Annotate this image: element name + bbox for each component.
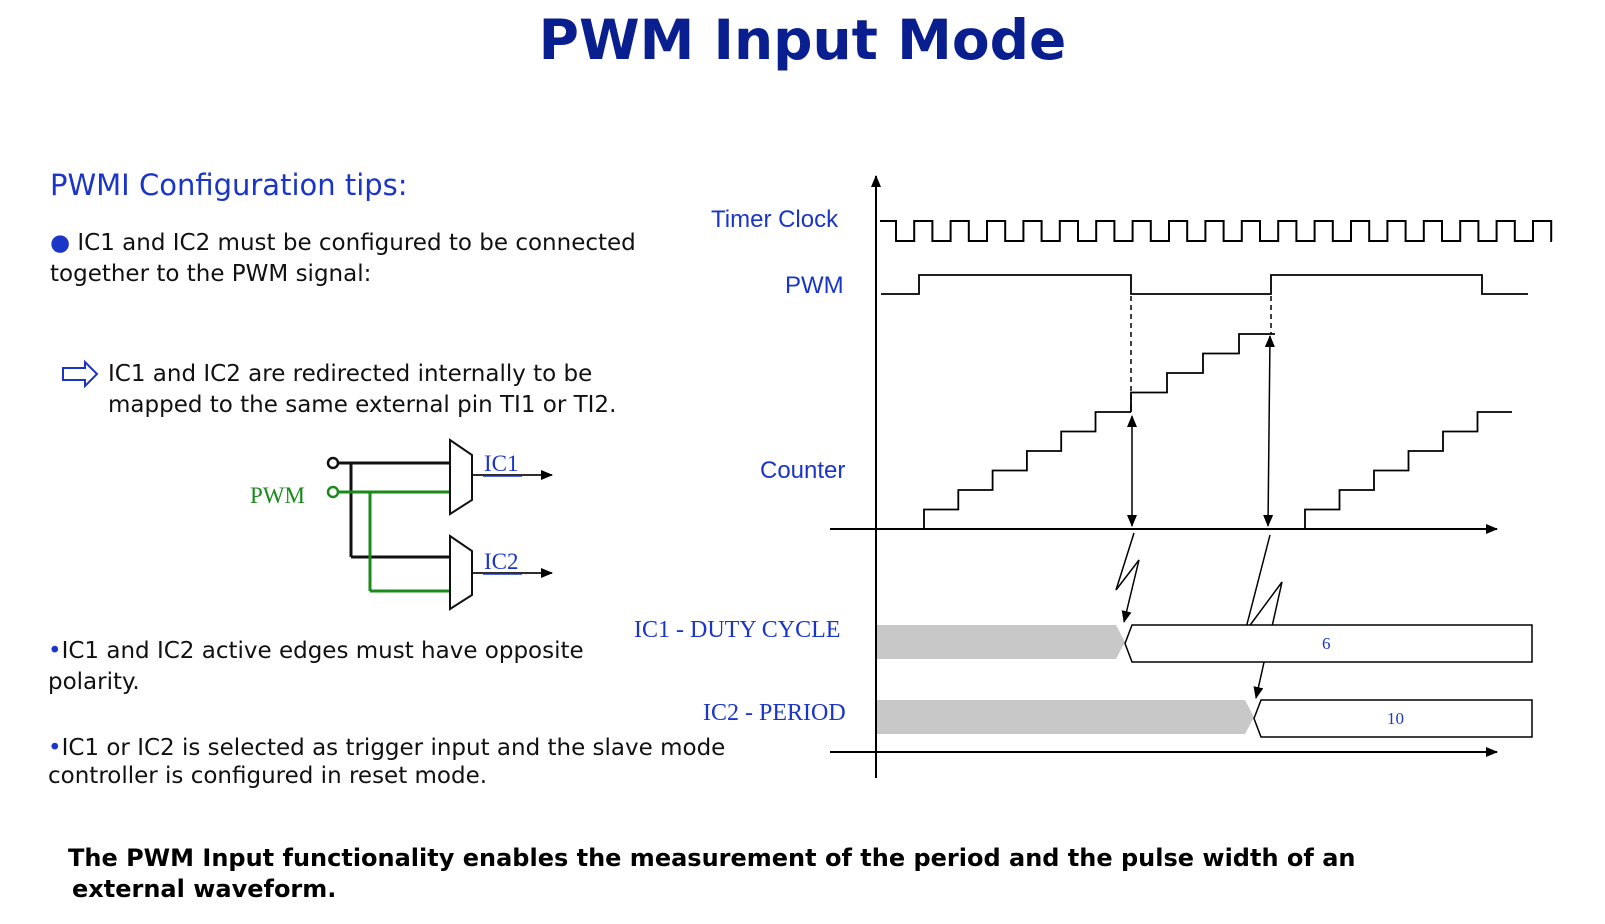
pwm-pin-icon [326,485,340,499]
ic2-value: 10 [1387,709,1404,728]
circuit-ic1-label: IC1 [484,451,519,476]
ic2-period-label: IC2 - PERIOD [703,700,846,726]
ic1-new-value-box [1124,624,1533,663]
circuit-pwm-label: PWM [250,483,305,508]
tip-3-line-1: IC1 and IC2 active edges must have oppos… [61,638,584,664]
tip-2-line-1: IC1 and IC2 are redirected internally to… [108,361,593,387]
tip-3-line-2: polarity. [48,669,140,695]
mux-ic2-icon [449,534,473,611]
bottom-line-2: external waveform. [72,875,337,903]
ic1-previous-value-bar [877,625,1125,659]
black-pin-icon [326,456,340,470]
ic1-value: 6 [1322,634,1331,653]
circuit-diagram [326,438,553,611]
tip-1-line-1: IC1 and IC2 must be configured to be con… [77,230,636,256]
tip-4-line-1: IC1 or IC2 is selected as trigger input … [61,735,726,761]
bullet-icon: ● [50,230,71,256]
lightning-icon-ic2 [1244,534,1283,699]
tip-2: IC1 and IC2 are redirected internally to… [108,359,616,421]
tip-1: ● IC1 and IC2 must be configured to be c… [50,228,636,290]
timer-clock-waveform [880,220,1553,242]
bottom-statement: The PWM Input functionality enables the … [68,843,1355,905]
mux-ic1-icon [449,438,473,516]
timer-clock-label: Timer Clock [711,206,839,233]
counter-staircase-3 [1304,411,1512,529]
tip-2-line-2: mapped to the same external pin TI1 or T… [108,392,617,418]
tip-4: •IC1 or IC2 is selected as trigger input… [48,734,725,790]
page-title: PWM Input Mode [538,8,1067,72]
counter-staircase-1 [923,411,1131,529]
tip-1-line-2: together to the PWM signal: [50,261,372,287]
ic2-new-value-box [1253,699,1533,738]
config-tips-heading: PWMI Configuration tips: [50,168,408,202]
counter-staircase-2 [1130,333,1275,412]
pwm-signal-label: PWM [785,272,844,299]
ic2-previous-value-bar [877,700,1254,734]
bullet-icon: • [48,735,62,761]
circuit-ic2-label: IC2 [484,549,519,574]
tip-3: •IC1 and IC2 active edges must have oppo… [48,636,584,698]
ic1-duty-cycle-label: IC1 - DUTY CYCLE [634,617,841,643]
timing-diagram [830,175,1553,778]
bottom-line-1: The PWM Input functionality enables the … [68,844,1356,872]
pwm-waveform [881,274,1528,295]
bullet-icon: • [48,638,62,664]
tip-4-line-2: controller is configured in reset mode. [48,763,488,789]
lightning-icon-ic1 [1115,532,1140,623]
capture-arrow-ic2 [1263,335,1275,527]
hollow-arrow-icon [62,359,99,389]
counter-label: Counter [760,457,846,484]
